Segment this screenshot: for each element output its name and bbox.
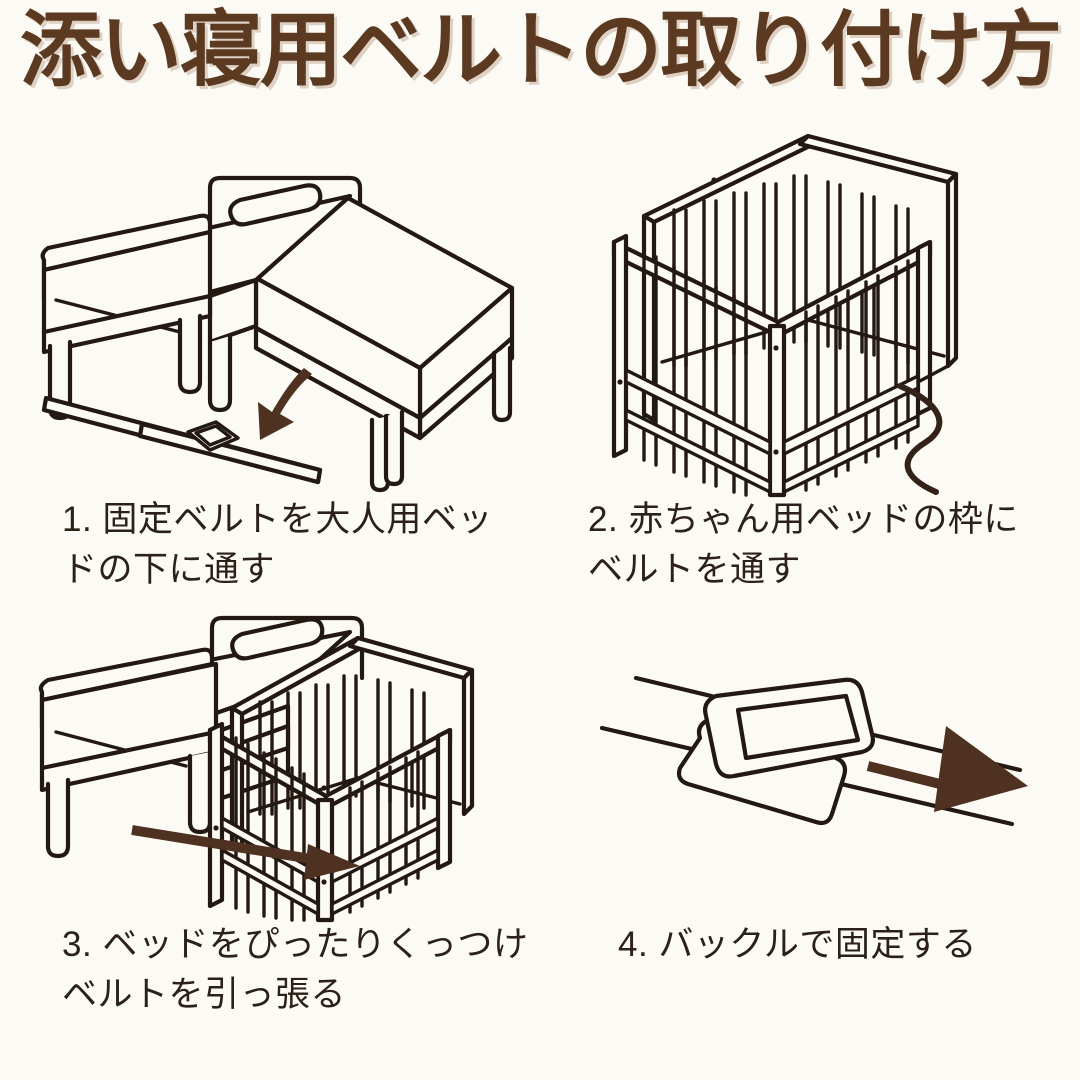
step-1-illustration	[20, 120, 540, 493]
step-3-illustration	[20, 600, 540, 923]
step-3-caption: 3. ベッドをぴったりくっつけ ベルトを引っ張る	[62, 925, 529, 1014]
page-title: 添い寝用ベルトの取り付け方	[19, 5, 1062, 96]
step-4-illustration	[599, 630, 1050, 880]
step-4-caption: 4. バックルで固定する	[618, 925, 977, 964]
step-2-caption: 2. 赤ちゃん用ベッドの枠に ベルトを通す	[588, 500, 1019, 589]
step-1-caption: 1. 固定ベルトを大人用ベッ ドの下に通す	[62, 500, 493, 589]
step-2-illustration	[600, 120, 1040, 498]
